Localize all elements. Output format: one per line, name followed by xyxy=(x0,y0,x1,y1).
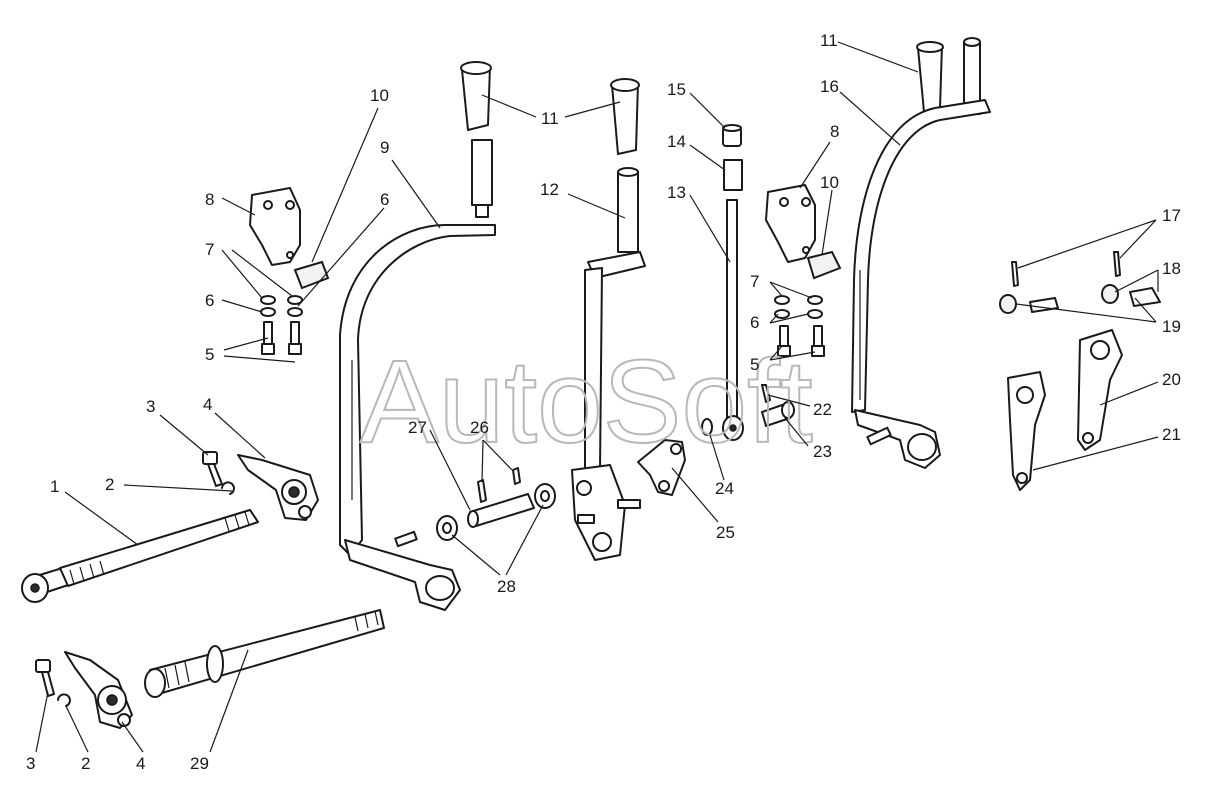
callout-10-left: 10 xyxy=(370,86,389,105)
part-26-cotter-pins xyxy=(477,467,521,503)
part-11-knob-middle xyxy=(610,78,640,155)
part-12-lever xyxy=(571,167,646,561)
callout-20: 20 xyxy=(1162,370,1181,389)
callout-27: 27 xyxy=(408,418,427,437)
part-14-spring xyxy=(723,159,743,191)
callout-25: 25 xyxy=(716,523,735,542)
part-8-bracket-left xyxy=(249,187,301,266)
part-25-small-lever xyxy=(637,439,686,496)
callout-28: 28 xyxy=(497,577,516,596)
fasteners-left xyxy=(260,295,303,355)
part-29-shaft xyxy=(144,609,385,698)
callout-5-right: 5 xyxy=(750,355,759,374)
callout-4-upper: 4 xyxy=(203,395,212,414)
callout-29: 29 xyxy=(190,754,209,773)
part-23-bolt xyxy=(761,401,795,427)
callout-23: 23 xyxy=(813,442,832,461)
part-9-gear-lever xyxy=(339,224,496,611)
part-17-pins xyxy=(1011,251,1121,287)
part-10-insert-right xyxy=(806,250,842,280)
leader-lines xyxy=(35,41,1159,753)
callout-5-left: 5 xyxy=(205,345,214,364)
callout-3-upper: 3 xyxy=(146,397,155,416)
callout-8-left: 8 xyxy=(205,190,214,209)
callout-12: 12 xyxy=(540,180,559,199)
part-2-washer-lower xyxy=(57,693,71,707)
part-10-insert-left xyxy=(293,260,330,290)
callout-6-middle: 6 xyxy=(380,190,389,209)
part-13-rod xyxy=(722,199,744,441)
part-24-washer xyxy=(701,418,713,436)
callout-6-left: 6 xyxy=(205,291,214,310)
part-2-washer-upper xyxy=(221,481,235,495)
part-16-long-lever xyxy=(851,37,991,469)
callout-16: 16 xyxy=(820,77,839,96)
callout-7-left: 7 xyxy=(205,240,214,259)
part-11-knob-right xyxy=(916,41,944,113)
part-8-bracket-right xyxy=(765,184,816,263)
part-18-nuts xyxy=(999,284,1119,314)
callout-22: 22 xyxy=(813,400,832,419)
callout-9: 9 xyxy=(380,138,389,157)
callout-21: 21 xyxy=(1162,425,1181,444)
callout-1: 1 xyxy=(50,477,59,496)
callout-2-upper: 2 xyxy=(105,475,114,494)
part-21-lever xyxy=(1007,371,1046,491)
callout-7-right: 7 xyxy=(750,272,759,291)
callout-14: 14 xyxy=(667,132,686,151)
part-3-bolt-lower xyxy=(35,659,55,697)
callout-8-right: 8 xyxy=(830,122,839,141)
callout-6-right: 6 xyxy=(750,313,759,332)
part-1-shaft xyxy=(21,509,259,603)
callout-24: 24 xyxy=(715,479,734,498)
callout-15: 15 xyxy=(667,80,686,99)
part-22-pin xyxy=(761,384,771,403)
callout-11-right: 11 xyxy=(820,31,838,50)
part-4-lever-upper xyxy=(237,454,319,521)
part-28-washers xyxy=(436,483,556,541)
callout-3-lower: 3 xyxy=(26,754,35,773)
watermark-text: AutoSoft xyxy=(360,336,813,468)
callout-26: 26 xyxy=(470,418,489,437)
callout-13: 13 xyxy=(667,183,686,202)
callout-2-lower: 2 xyxy=(81,754,90,773)
callout-17: 17 xyxy=(1162,206,1181,225)
callout-10-right: 10 xyxy=(820,173,839,192)
callout-labels: 1 2 3 4 5 6 7 8 10 9 6 11 12 15 14 13 8 … xyxy=(26,31,1181,773)
part-15-cap xyxy=(722,124,742,147)
part-27-pin xyxy=(467,493,535,528)
callout-19: 19 xyxy=(1162,317,1181,336)
callout-18: 18 xyxy=(1162,259,1181,278)
part-3-bolt-upper xyxy=(202,451,223,487)
part-4-lever-lower xyxy=(64,651,133,729)
callout-4-lower: 4 xyxy=(136,754,145,773)
part-20-lever xyxy=(1077,329,1123,451)
part-11-knob-left xyxy=(460,61,493,218)
callout-11-left: 11 xyxy=(541,109,559,128)
